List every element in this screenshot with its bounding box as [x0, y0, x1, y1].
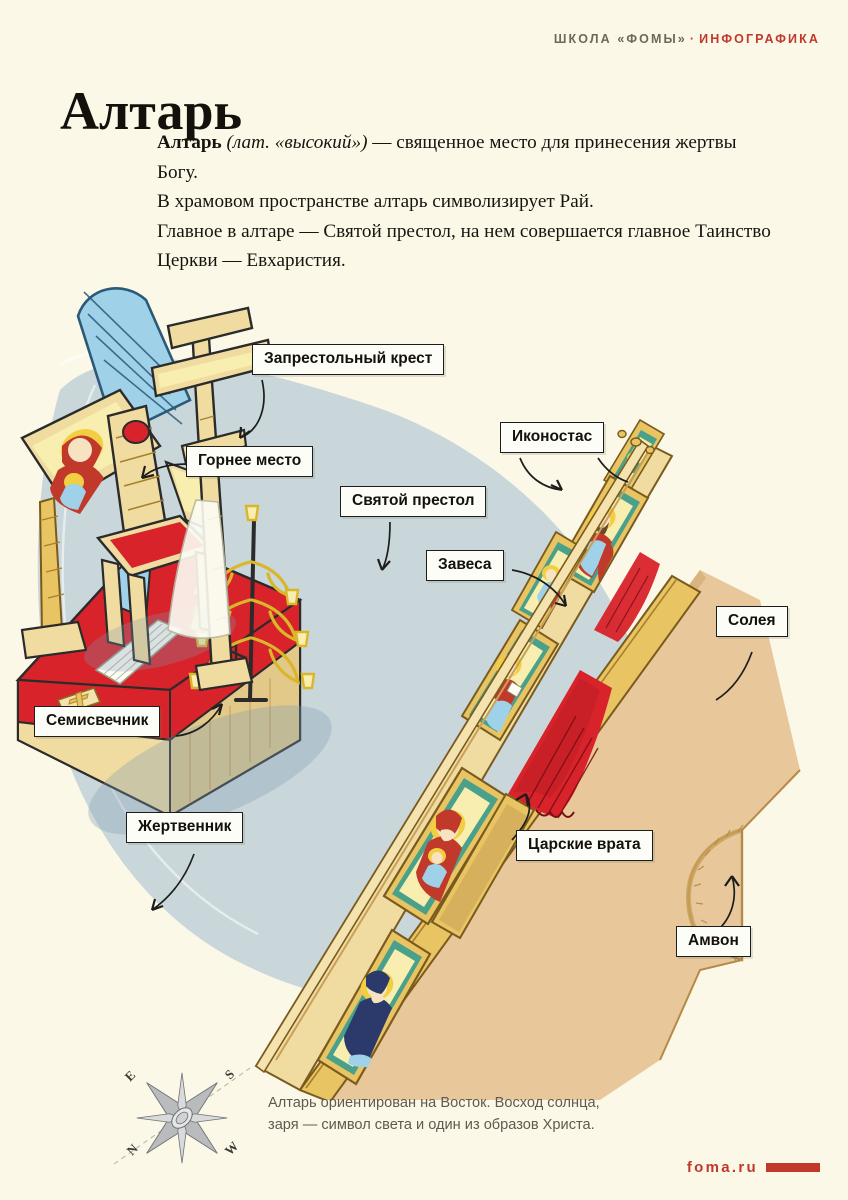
footnote: Алтарь ориентирован на Восток. Восход со… — [268, 1093, 698, 1136]
curtain-upper-fragment — [594, 552, 660, 642]
compass-label-west: W — [222, 1138, 242, 1158]
icon-panel-saint-blue — [316, 928, 432, 1086]
kicker-separator: · — [689, 32, 697, 46]
label-ambon[interactable]: Амвон — [676, 926, 751, 957]
kicker-school: ШКОЛА «ФОМЫ» — [553, 32, 687, 46]
iconostasis-cornice — [254, 438, 650, 1074]
label-zaprestolny-krest[interactable]: Запрестольный крест — [252, 344, 445, 375]
label-soleya[interactable]: Солея — [716, 606, 788, 637]
brand-bar — [766, 1163, 820, 1172]
intro-line2: В храмовом пространстве алтарь символизи… — [157, 191, 594, 212]
intro-etymology: (лат. «высокий») — [226, 132, 368, 153]
label-gornee-mesto[interactable]: Горнее место — [186, 446, 314, 477]
solea-outer-contour — [659, 769, 801, 1061]
iconostasis — [254, 418, 674, 1092]
page-title: Алтарь — [60, 81, 243, 142]
label-semisvechnik[interactable]: Семисвечник — [34, 706, 161, 737]
intro-line1-rest: — священное место для принесения жертвы … — [157, 132, 737, 183]
icon-panel-theotokos — [382, 766, 508, 926]
callout-leader-lines — [140, 379, 753, 933]
intro-paragraph: Алтарь (лат. «высокий») — священное мест… — [157, 128, 777, 276]
kicker: ШКОЛА «ФОМЫ»·ИНФОГРАФИКА — [554, 32, 820, 46]
intro-line3: Главное в алтаре — Святой престол, на не… — [157, 220, 771, 272]
curtain-zavesa — [508, 670, 612, 819]
compass-label-north: N — [124, 1140, 142, 1158]
compass-svg: N E S W — [113, 1066, 251, 1165]
zaprestolny-krest — [150, 306, 274, 692]
label-tsarskie-vrata[interactable]: Царские врата — [516, 830, 653, 861]
altar-illustration: Запрестольный крест Горнее место Иконост… — [0, 270, 848, 1100]
footnote-line-2: заря — символ света и один из образов Хр… — [268, 1116, 595, 1133]
label-zhertvennik[interactable]: Жертвенник — [126, 812, 244, 843]
cross-base-cloth — [167, 499, 231, 639]
iconostasis-finials — [617, 429, 655, 455]
altar-scene-svg — [15, 287, 801, 1100]
compass-label-south: S — [222, 1066, 238, 1082]
compass-label-east: E — [122, 1067, 139, 1084]
kicker-section: ИНФОГРАФИКА — [699, 32, 820, 46]
intro-term: Алтарь — [157, 132, 222, 153]
label-svyatoy-prestol[interactable]: Святой престол — [340, 486, 487, 517]
compass-rose: N E S W — [108, 1058, 256, 1178]
footnote-line-1: Алтарь ориентирован на Восток. Восход со… — [268, 1095, 600, 1111]
brand-name: foma.ru — [686, 1159, 758, 1176]
label-ikonostas[interactable]: Иконостас — [500, 422, 605, 453]
brand-footer[interactable]: foma.ru — [687, 1159, 820, 1176]
royal-doors — [430, 792, 536, 940]
label-zavesa[interactable]: Завеса — [426, 550, 504, 581]
